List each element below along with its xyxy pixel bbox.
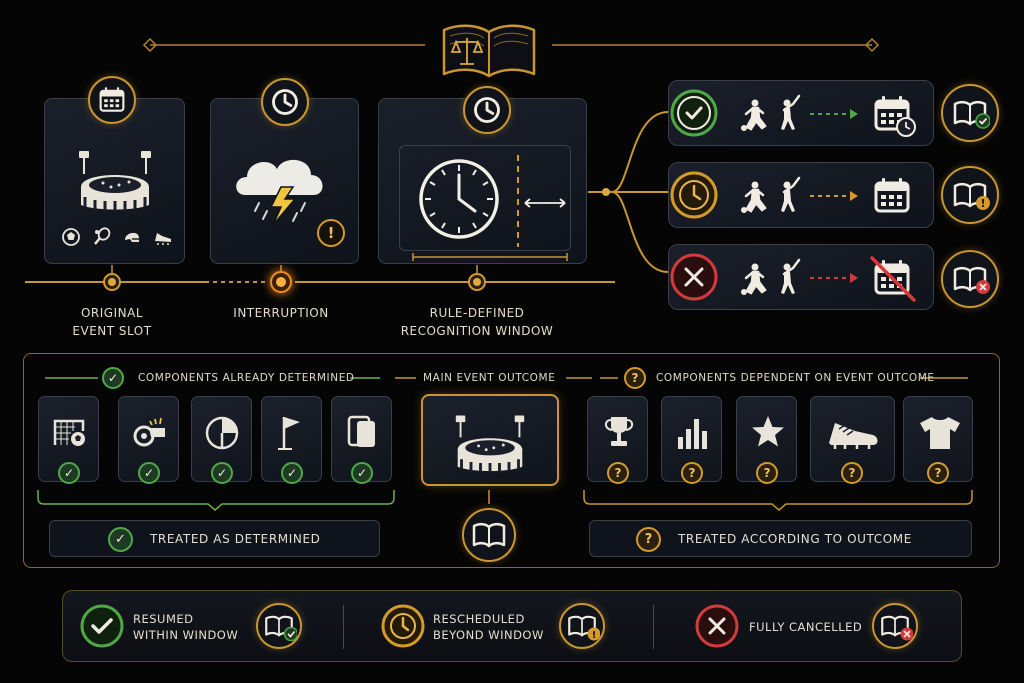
legend-graphics	[80, 604, 739, 648]
check-icon	[80, 604, 124, 648]
main-outcome-header: MAIN EVENT OUTCOME	[423, 372, 556, 384]
goal-ball-card	[38, 396, 99, 482]
book-x-icon	[941, 250, 999, 308]
clock-icon	[261, 78, 309, 126]
determined-footer: ✓ TREATED AS DETERMINED	[49, 520, 380, 557]
dependent-footer: ? TREATED ACCORDING TO OUTCOME	[589, 520, 972, 557]
helmet-icon	[125, 232, 141, 242]
window-clock-icon	[412, 155, 568, 261]
determined-footer-label: TREATED AS DETERMINED	[150, 532, 321, 546]
legend-label-resumed: RESUMED WITHIN WINDOW	[133, 612, 239, 642]
determined-header: COMPONENTS ALREADY DETERMINED	[138, 372, 355, 384]
check-icon: ✓	[108, 527, 133, 552]
storm-icon	[236, 159, 323, 226]
timeline-node-active	[270, 271, 292, 293]
star-icon	[752, 416, 784, 447]
question-badge: ?	[927, 462, 949, 484]
original-event-slot-card	[44, 98, 185, 264]
question-badge: ?	[756, 462, 778, 484]
timeline-node	[468, 273, 486, 291]
card-icon	[347, 415, 375, 447]
pie-icon	[205, 416, 239, 450]
cleat-icon	[154, 233, 171, 245]
warning-icon: !	[317, 219, 345, 247]
check-icon: ✓	[102, 367, 124, 389]
tennis-icon	[93, 227, 110, 245]
rulebook-scales-icon	[440, 18, 538, 80]
whistle-icon	[133, 417, 165, 447]
main-event-card	[421, 394, 559, 486]
components-panel	[23, 353, 1000, 568]
question-badge: ?	[607, 462, 629, 484]
boot-icon	[829, 423, 878, 449]
timeline-label-interruption: INTERRUPTION	[233, 306, 329, 320]
stadium-icon	[454, 414, 526, 474]
question-icon: ?	[624, 367, 646, 389]
question-badge: ?	[841, 462, 863, 484]
goal-ball-icon	[53, 419, 85, 446]
book-check-icon	[256, 603, 302, 649]
calendar-icon	[88, 76, 136, 124]
book-x-icon	[872, 603, 918, 649]
svg-text:!: !	[592, 630, 597, 641]
book-icon	[462, 508, 516, 562]
check-badge: ✓	[281, 462, 303, 484]
clock-icon	[463, 86, 511, 134]
corner-flag-icon	[278, 417, 300, 450]
outcome-rows-graphics	[670, 89, 916, 302]
legend-panel	[62, 590, 962, 662]
book-check-icon	[941, 84, 999, 142]
trophy-icon	[604, 417, 634, 446]
dependent-header: COMPONENTS DEPENDENT ON EVENT OUTCOME	[656, 372, 935, 384]
check-badge: ✓	[138, 462, 160, 484]
sport-icons-row	[61, 227, 173, 247]
svg-text:!: !	[980, 197, 985, 210]
x-icon	[695, 604, 739, 648]
legend-label-cancelled: FULLY CANCELLED	[749, 620, 863, 634]
legend-label-rescheduled: RESCHEDULED BEYOND WINDOW	[433, 612, 544, 642]
book-warning-icon: !	[941, 166, 999, 224]
book-warning-icon: !	[559, 603, 605, 649]
timeline-label-original: ORIGINAL EVENT SLOT	[72, 306, 152, 338]
timeline-label-window: RULE-DEFINED RECOGNITION WINDOW	[400, 306, 554, 338]
bar-chart-icon	[678, 419, 707, 449]
soccer-ball-icon	[62, 228, 80, 246]
jersey-icon	[920, 417, 960, 449]
clock-icon	[381, 604, 425, 648]
check-badge: ✓	[211, 462, 233, 484]
check-badge: ✓	[351, 462, 373, 484]
check-badge: ✓	[58, 462, 80, 484]
question-icon: ?	[636, 527, 661, 552]
dependent-footer-label: TREATED ACCORDING TO OUTCOME	[678, 532, 912, 546]
timeline-node	[103, 273, 121, 291]
question-badge: ?	[681, 462, 703, 484]
